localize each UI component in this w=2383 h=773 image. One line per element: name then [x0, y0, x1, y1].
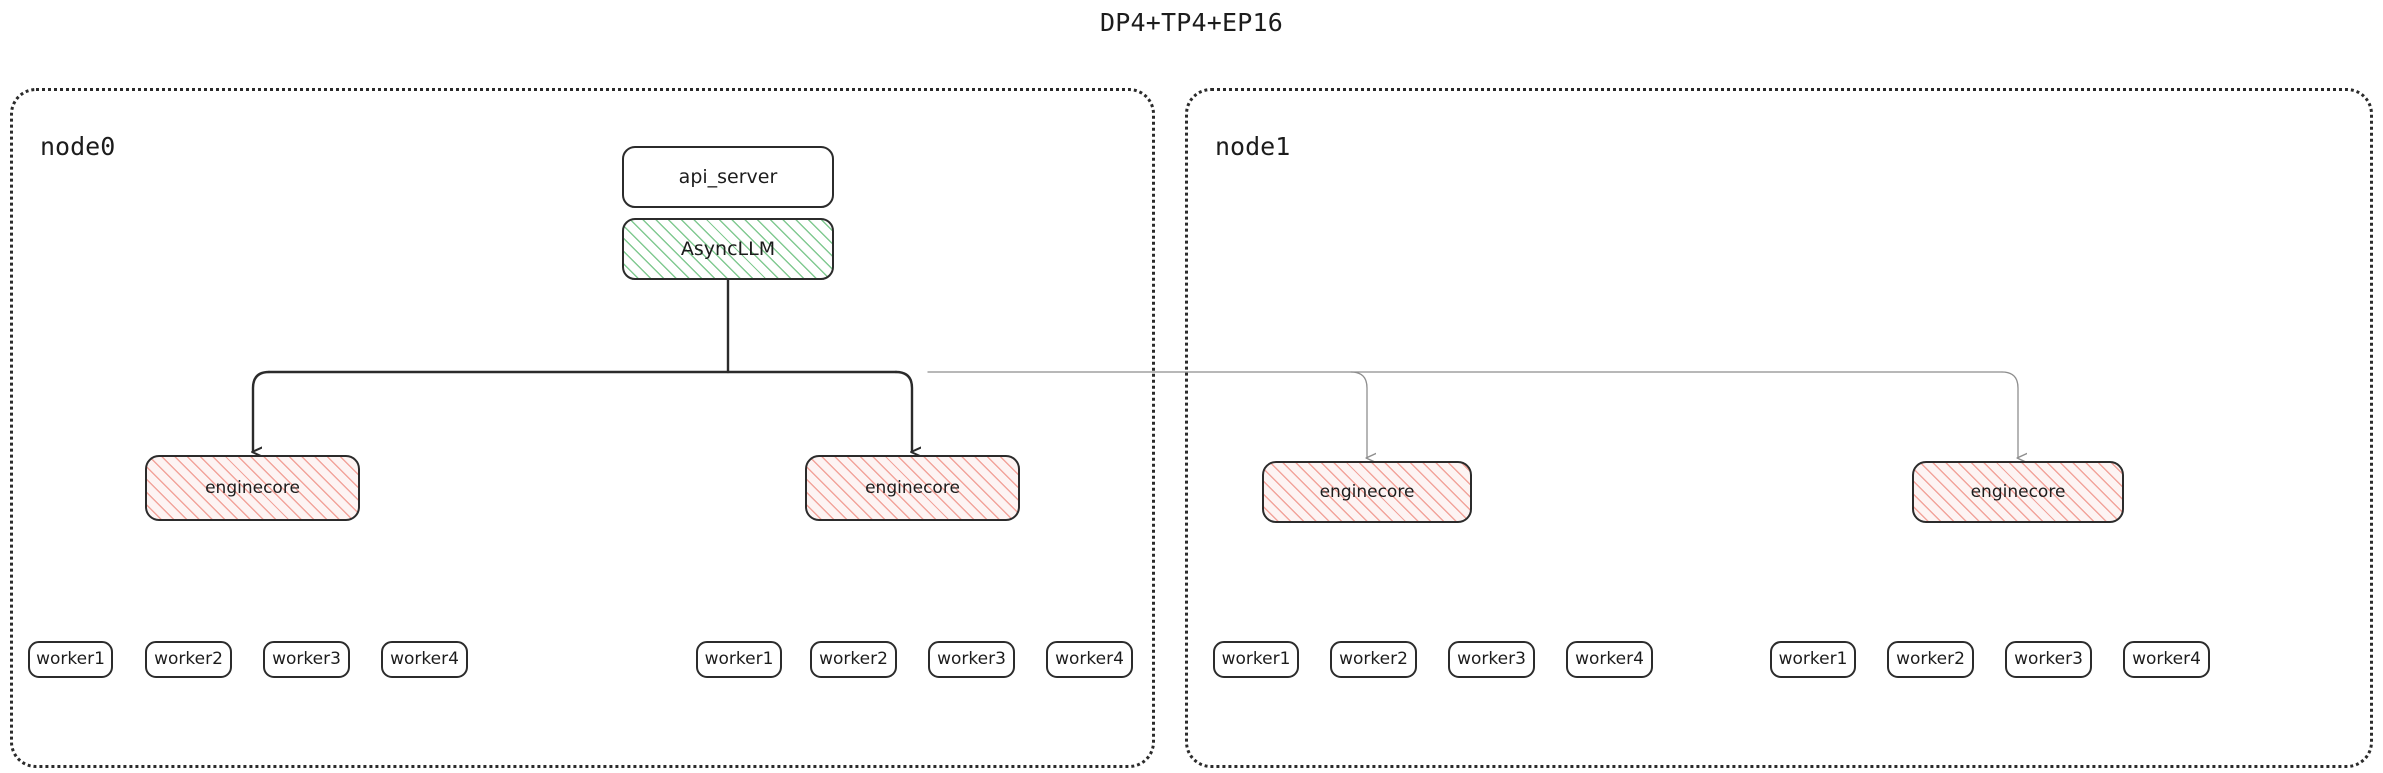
worker-box[interactable]: worker1 — [1213, 641, 1299, 678]
enginecore-box-engine0[interactable]: enginecore — [145, 455, 360, 521]
worker-box[interactable]: worker3 — [928, 641, 1015, 678]
enginecore-label: enginecore — [1319, 481, 1415, 502]
enginecore-label: enginecore — [1970, 481, 2066, 502]
worker-box[interactable]: worker2 — [1887, 641, 1974, 678]
worker-label: worker2 — [1896, 649, 1965, 669]
page-title: DP4+TP4+EP16 — [1099, 8, 1283, 37]
enginecore-box-engine3[interactable]: enginecore — [1912, 461, 2124, 523]
worker-label: worker3 — [1457, 649, 1526, 669]
worker-label: worker3 — [272, 649, 341, 669]
api-server-label: api_server — [678, 165, 778, 188]
worker-label: worker4 — [390, 649, 459, 669]
worker-box[interactable]: worker4 — [381, 641, 468, 678]
worker-label: worker3 — [937, 649, 1006, 669]
worker-box[interactable]: worker4 — [2123, 641, 2210, 678]
worker-box[interactable]: worker4 — [1566, 641, 1653, 678]
node-label-node0: node0 — [40, 132, 116, 161]
worker-box[interactable]: worker3 — [1448, 641, 1535, 678]
node-container-node1 — [1185, 88, 2373, 768]
api-server-box[interactable]: api_server — [622, 146, 834, 208]
worker-box[interactable]: worker1 — [28, 641, 113, 678]
node-label-node1: node1 — [1215, 132, 1291, 161]
worker-box[interactable]: worker3 — [2005, 641, 2092, 678]
worker-box[interactable]: worker1 — [696, 641, 782, 678]
worker-label: worker4 — [2132, 649, 2201, 669]
worker-label: worker1 — [1221, 649, 1291, 669]
worker-label: worker3 — [2014, 649, 2083, 669]
worker-label: worker2 — [154, 649, 223, 669]
node-container-node0 — [10, 88, 1155, 768]
worker-label: worker2 — [1339, 649, 1408, 669]
worker-label: worker4 — [1055, 649, 1124, 669]
enginecore-label: enginecore — [865, 477, 960, 498]
worker-label: worker1 — [36, 649, 105, 669]
async-llm-box[interactable]: AsyncLLM — [622, 218, 834, 280]
worker-box[interactable]: worker2 — [145, 641, 232, 678]
worker-label: worker1 — [1778, 649, 1848, 669]
enginecore-box-engine2[interactable]: enginecore — [1262, 461, 1472, 523]
worker-label: worker1 — [704, 649, 774, 669]
worker-label: worker2 — [819, 649, 888, 669]
worker-box[interactable]: worker4 — [1046, 641, 1133, 678]
worker-box[interactable]: worker2 — [810, 641, 897, 678]
enginecore-box-engine1[interactable]: enginecore — [805, 455, 1020, 521]
worker-label: worker4 — [1575, 649, 1644, 669]
worker-box[interactable]: worker2 — [1330, 641, 1417, 678]
enginecore-label: enginecore — [205, 477, 300, 498]
worker-box[interactable]: worker3 — [263, 641, 350, 678]
async-llm-label: AsyncLLM — [680, 237, 776, 260]
worker-box[interactable]: worker1 — [1770, 641, 1856, 678]
